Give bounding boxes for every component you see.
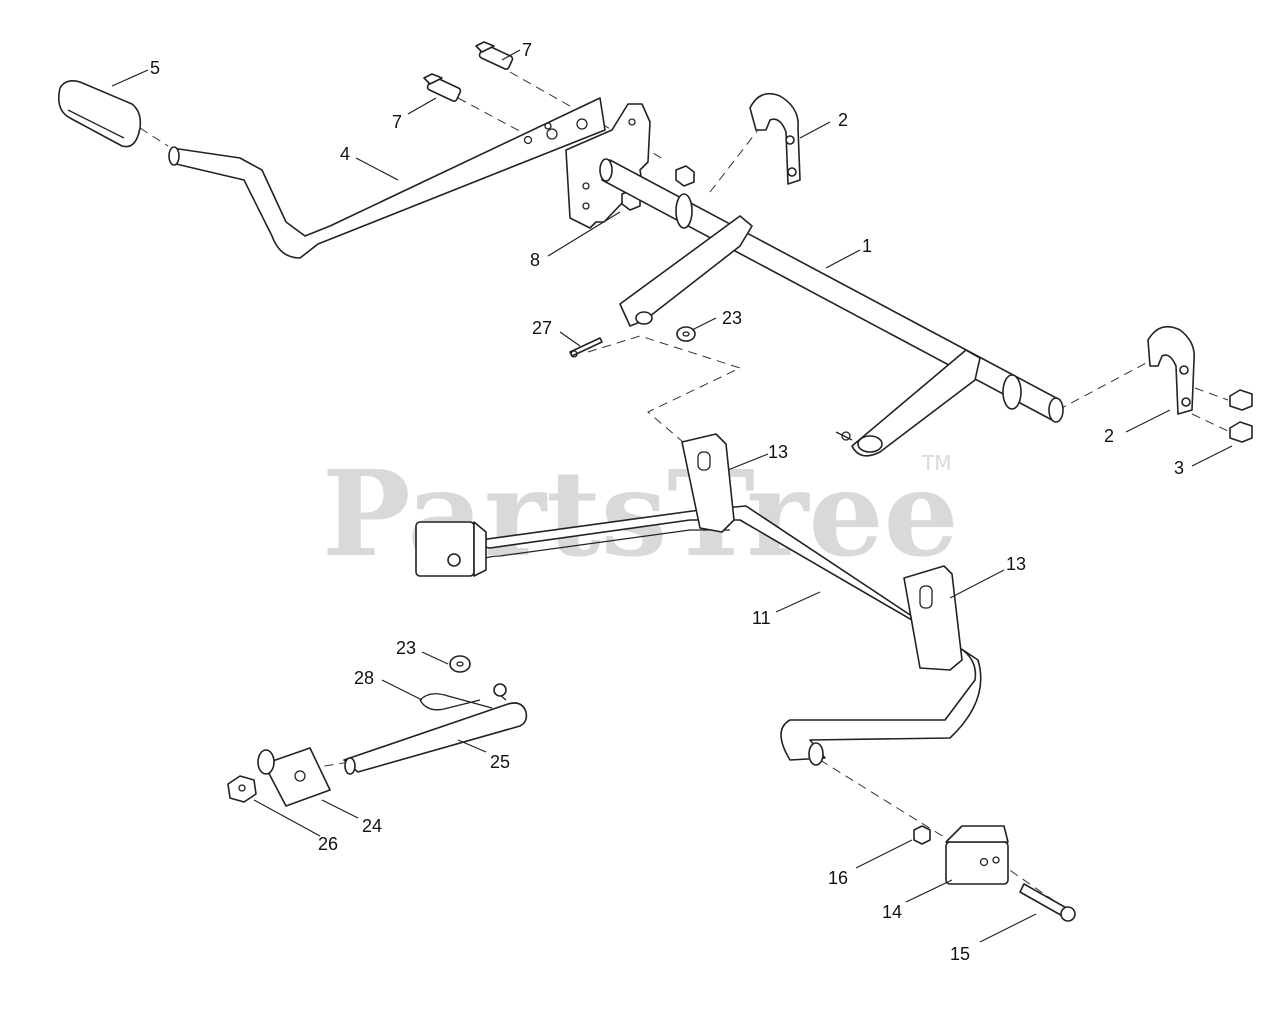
callout-25: 25 — [490, 752, 510, 772]
callout-16: 16 — [828, 868, 848, 888]
part-main-shaft — [599, 158, 1064, 457]
callout-11: 11 — [752, 608, 771, 628]
part-cotter-pin — [569, 337, 603, 358]
callout-7-lower: 7 — [392, 112, 402, 132]
callout-2-upper: 2 — [838, 110, 848, 130]
part-collar — [257, 747, 331, 807]
part-bolt-upper — [475, 41, 514, 70]
callout-7-upper: 7 — [522, 40, 532, 60]
part-lower-shaft — [415, 433, 982, 766]
part-hairpin — [419, 693, 493, 711]
callout-8: 8 — [530, 250, 540, 270]
part-bolt-lower — [423, 73, 462, 102]
part-hook-upper — [749, 92, 801, 185]
part-long-bolt — [1019, 883, 1076, 922]
leader-lines — [111, 49, 1233, 943]
callout-23-lower: 23 — [396, 638, 416, 658]
part-locknut — [227, 775, 257, 803]
callout-23-upper: 23 — [722, 308, 742, 328]
callout-5: 5 — [150, 58, 160, 78]
callout-27: 27 — [532, 318, 552, 338]
part-small-bolt — [1229, 389, 1253, 443]
part-small-nut — [913, 825, 931, 845]
callout-4: 4 — [340, 144, 350, 164]
part-hook-lower — [1147, 325, 1196, 415]
callout-15: 15 — [950, 944, 970, 964]
callout-3: 3 — [1174, 458, 1184, 478]
part-grip — [57, 80, 142, 148]
callout-2-lower: 2 — [1104, 426, 1114, 446]
callout-24: 24 — [362, 816, 382, 836]
callout-26: 26 — [318, 834, 338, 854]
callout-1: 1 — [862, 236, 872, 256]
part-block — [945, 825, 1009, 885]
part-washer-upper — [676, 326, 696, 342]
watermark-trademark: TM — [921, 451, 951, 475]
callout-28: 28 — [354, 668, 374, 688]
callout-13-lower: 13 — [1006, 554, 1026, 574]
part-washer-lower — [449, 655, 471, 673]
callouts: 5 7 7 4 2 8 1 27 23 2 3 13 13 11 23 28 2… — [150, 40, 1184, 964]
callout-14: 14 — [882, 902, 902, 922]
part-lever-arm — [168, 97, 606, 259]
callout-13-upper: 13 — [768, 442, 788, 462]
part-rod — [343, 683, 528, 775]
